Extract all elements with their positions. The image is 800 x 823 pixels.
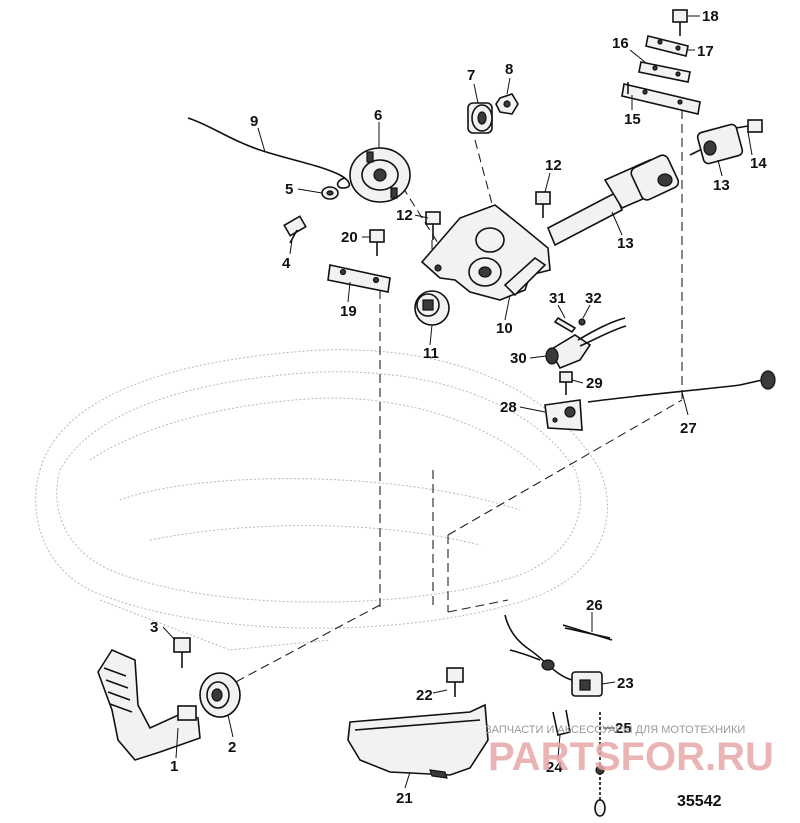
part-15-screw — [735, 119, 763, 133]
callout-2: 2 — [228, 739, 236, 756]
callout-5: 5 — [285, 181, 293, 198]
callout-19: 18 — [702, 8, 719, 25]
part-14-sensor — [689, 123, 744, 165]
part-4-screw — [283, 215, 307, 244]
part-1-handle — [97, 648, 201, 761]
part-10-bracket — [420, 204, 551, 301]
callout-17: 16 — [612, 35, 629, 52]
part-7-bushing — [467, 102, 493, 134]
part-19-screw — [672, 9, 688, 36]
part-11-bushing — [414, 290, 450, 326]
part-29-bracket — [544, 399, 583, 431]
watermark-logo: PARTSFOR.RU — [488, 735, 774, 779]
callout-25: 24 — [546, 759, 563, 776]
part-31-switch — [545, 317, 627, 370]
callout-12a: 12 — [396, 207, 413, 224]
part-16-bracket — [621, 82, 701, 115]
callout-30: 29 — [586, 375, 603, 392]
callout-10: 10 — [496, 320, 513, 337]
callout-7: 7 — [467, 67, 475, 84]
callout-18: 17 — [697, 43, 714, 60]
part-22-cover — [347, 703, 489, 779]
part-33-screw — [578, 318, 586, 326]
part-3-screw — [173, 637, 191, 668]
part-13-shaft-assembly — [546, 154, 680, 247]
cowling-ghost-outline — [35, 349, 608, 651]
part-8-nut — [495, 93, 519, 115]
part-2-grommet — [199, 672, 241, 718]
callout-23: 22 — [416, 687, 433, 704]
callout-14-label: 13 — [713, 177, 730, 194]
callout-1: 1 — [170, 758, 178, 775]
callout-31: 30 — [510, 350, 527, 367]
part-9-rod — [187, 117, 351, 189]
callout-3: 3 — [150, 619, 158, 636]
part-20-plate — [327, 264, 391, 293]
callout-22: 21 — [396, 790, 413, 807]
watermark: ЗАПЧАСТИ И АКСЕССУАРЫ ДЛЯ МОТОТЕХНИКИ PA… — [485, 724, 774, 779]
callout-16: 15 — [624, 111, 641, 128]
callout-28: 27 — [680, 420, 697, 437]
part-23-screw — [446, 667, 464, 697]
callout-8: 8 — [505, 61, 513, 78]
part-30-screw — [559, 371, 573, 395]
part-26-lanyard — [594, 712, 606, 817]
part-28-cable — [587, 370, 776, 403]
part-21-screw — [369, 229, 385, 256]
callout-9: 9 — [250, 113, 258, 130]
callout-21: 20 — [341, 229, 358, 246]
callout-33: 32 — [585, 290, 602, 307]
callout-27: 26 — [586, 597, 603, 614]
part-25-clip — [552, 709, 571, 736]
part-17-plate — [638, 61, 691, 83]
part-18-plate — [645, 35, 689, 57]
callout-24: 23 — [617, 675, 634, 692]
figure-number: 35542 — [677, 793, 722, 810]
callout-11: 11 — [423, 345, 439, 362]
leader-lines — [162, 15, 753, 789]
part-12-screw-b — [535, 191, 551, 218]
part-32-pin — [553, 316, 577, 334]
callout-labels: 9 6 5 4 7 8 12 20 12 13 15 16 17 18 14 1… — [150, 8, 767, 807]
part-12-screw-a — [425, 211, 441, 240]
callout-12b: 12 — [545, 157, 562, 174]
part-6-cam-disk — [349, 147, 411, 203]
callout-29: 28 — [500, 399, 517, 416]
callout-13: 13 — [617, 235, 634, 252]
assembly-guide-lines — [229, 110, 683, 686]
part-24-switch — [504, 614, 603, 697]
callout-4: 4 — [282, 255, 291, 272]
part-27-pin — [562, 624, 613, 641]
callout-15: 14 — [750, 155, 767, 172]
callout-20: 19 — [340, 303, 357, 320]
callout-32: 31 — [549, 290, 566, 307]
part-5-washer — [321, 186, 339, 200]
callout-6: 6 — [374, 107, 382, 124]
callout-26: 25 — [615, 720, 632, 737]
watermark-tagline: ЗАПЧАСТИ И АКСЕССУАРЫ ДЛЯ МОТОТЕХНИКИ — [485, 724, 745, 736]
